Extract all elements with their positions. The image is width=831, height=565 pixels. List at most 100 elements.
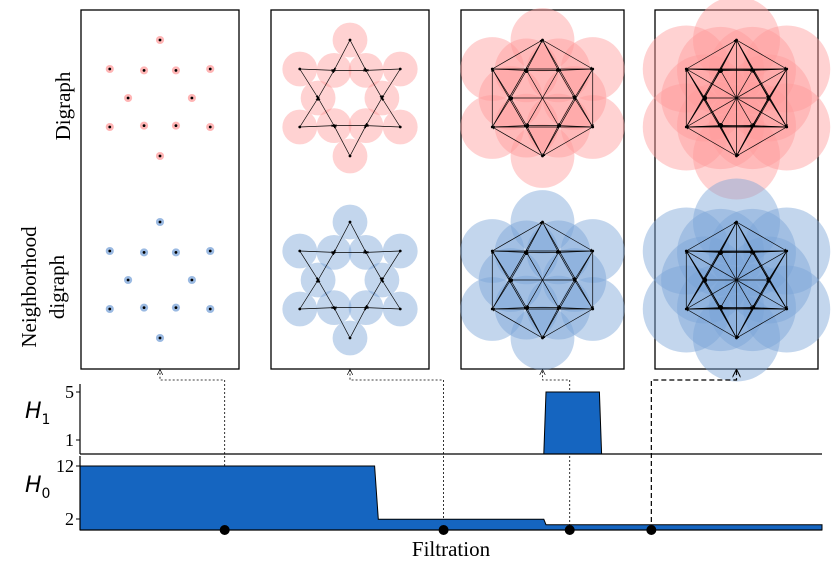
vertex	[525, 250, 528, 254]
vertex	[316, 278, 320, 282]
digraph-graph	[282, 22, 418, 174]
vertex	[591, 249, 595, 253]
x-axis-label: Filtration	[412, 537, 491, 561]
vertex	[490, 249, 494, 253]
directed-edge	[686, 39, 737, 70]
directed-edge	[299, 306, 335, 310]
directed-edge	[299, 68, 319, 99]
directed-edge	[299, 250, 319, 281]
directed-edge	[492, 126, 543, 157]
directed-edge	[510, 279, 527, 308]
vertex	[332, 306, 336, 310]
vertex	[751, 306, 754, 310]
vertex	[398, 307, 402, 311]
vertex	[591, 125, 595, 129]
directed-edge	[542, 250, 594, 339]
vertex	[108, 125, 112, 129]
vertex	[190, 278, 194, 282]
filtration-marker-2	[438, 525, 449, 535]
directed-edge	[492, 221, 543, 252]
vertex	[398, 249, 402, 253]
vertex	[541, 38, 544, 42]
vertex	[364, 68, 368, 72]
directed-edge	[491, 68, 543, 157]
connector-2	[350, 370, 444, 530]
directed-edge	[686, 221, 737, 252]
vertex	[398, 125, 402, 129]
directed-edge	[686, 308, 737, 339]
vertex	[348, 154, 352, 158]
h0-ytick-2: 2	[65, 509, 74, 529]
directed-edge	[299, 279, 319, 310]
vertex	[208, 67, 212, 71]
vertex	[398, 67, 402, 71]
vertex	[174, 250, 178, 254]
connectors	[160, 370, 737, 530]
vertex	[208, 125, 212, 129]
vertex	[364, 306, 368, 310]
vertex	[332, 124, 336, 128]
vertex	[380, 278, 384, 282]
neighborhood-graph	[642, 178, 831, 382]
h1-ylabel-sub: 1	[42, 412, 51, 428]
neighborhood-graph	[460, 190, 625, 370]
stage-panel-4	[642, 0, 831, 382]
vertex	[719, 124, 722, 128]
h0-ylabel: H0	[25, 473, 50, 502]
vertex	[525, 124, 528, 128]
vertex	[557, 124, 560, 128]
directed-edge	[526, 252, 559, 308]
vertex	[332, 250, 336, 254]
vertex	[509, 278, 512, 282]
directed-edge	[381, 97, 401, 128]
directed-edge	[542, 39, 593, 70]
vertex	[208, 249, 212, 253]
directed-edge	[317, 252, 335, 281]
h0-barcode-area	[79, 465, 823, 531]
vertex	[703, 96, 706, 100]
vertex	[348, 336, 352, 340]
directed-edge	[558, 279, 575, 308]
vertex	[525, 306, 528, 310]
vertex	[735, 220, 738, 224]
directed-edge	[299, 250, 335, 254]
directed-edge	[381, 68, 401, 99]
vertex	[158, 220, 162, 224]
directed-edge	[365, 68, 401, 72]
vertex	[158, 38, 162, 42]
directed-edge	[365, 306, 401, 310]
directed-edge	[542, 308, 593, 339]
directed-edge	[542, 126, 593, 157]
vertex	[298, 125, 302, 129]
h1-barcode-panel: 5 1 H1	[25, 382, 822, 455]
directed-edge	[381, 279, 401, 310]
directed-edge	[736, 221, 787, 252]
directed-edge	[349, 307, 367, 339]
vertex	[785, 307, 789, 311]
vertex	[751, 124, 754, 128]
directed-edge	[299, 68, 335, 72]
stage-frame	[270, 9, 430, 370]
directed-edge	[365, 70, 383, 99]
digraph-graph	[105, 35, 215, 161]
vertex	[380, 96, 384, 100]
vertex	[126, 278, 130, 282]
vertex	[490, 67, 494, 71]
directed-edge	[349, 39, 367, 71]
h0-ytick-12: 12	[56, 456, 74, 476]
vertex	[703, 278, 706, 282]
h0-ylabel-base: H	[25, 473, 42, 498]
directed-edge	[333, 307, 351, 339]
directed-edge	[558, 252, 575, 281]
vertex	[767, 96, 770, 100]
directed-edge	[333, 39, 351, 71]
vertex	[719, 250, 722, 254]
vertex	[332, 68, 336, 72]
directed-edge	[736, 126, 787, 157]
vertex	[142, 68, 146, 72]
vertex	[785, 67, 789, 71]
vertex	[735, 336, 738, 340]
directed-edge	[317, 279, 335, 308]
vertex	[190, 96, 194, 100]
vertex	[142, 124, 146, 128]
